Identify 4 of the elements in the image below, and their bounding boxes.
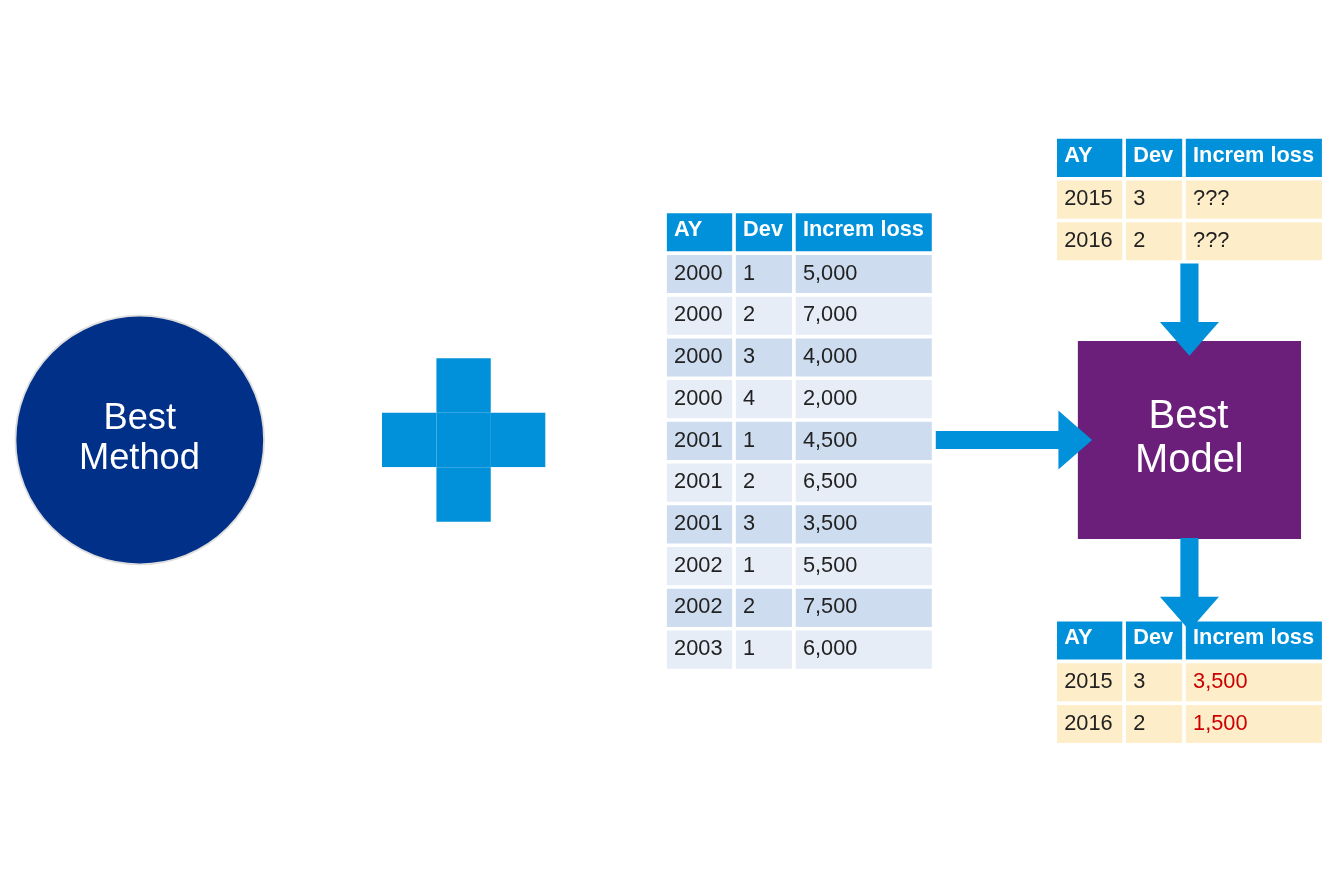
node-circle: Best Method bbox=[14, 314, 265, 566]
arrow bbox=[935, 410, 1093, 470]
node-box: Best Model bbox=[1077, 341, 1302, 539]
arrow bbox=[1159, 263, 1219, 356]
